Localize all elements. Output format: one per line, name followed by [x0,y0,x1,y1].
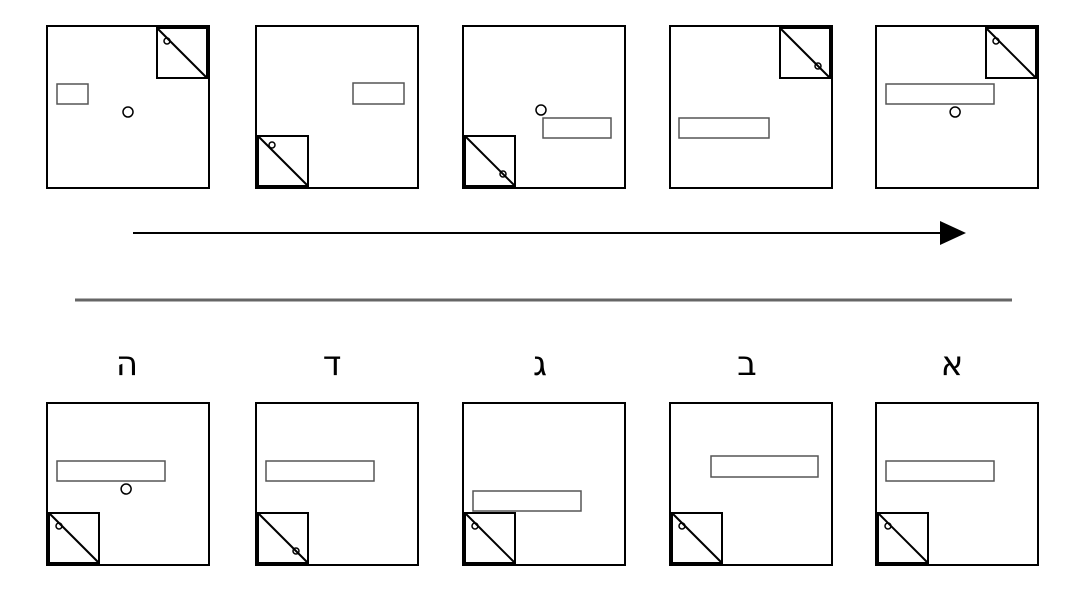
corner-diagonal [671,512,723,564]
corner-border [671,512,723,564]
option-label: ג [533,344,547,384]
option-frame [46,402,210,566]
bar-rect [542,117,612,139]
corner-border [464,135,516,187]
frame-border [875,402,1039,566]
corner-dot [678,522,686,530]
frame-border [669,25,833,189]
corner-dot [268,141,276,149]
center-circle [949,106,961,118]
corner-diagonal [464,135,516,187]
corner-diagonal [464,512,516,564]
sequence-row [46,25,1039,189]
option-label: א [941,344,964,384]
corner-diagonal [156,27,208,79]
option-frame [669,402,833,566]
corner-border [779,27,831,79]
corner-diagonal [257,512,309,564]
corner-diagonal [779,27,831,79]
corner-diagonal [985,27,1037,79]
corner-dot [471,522,479,530]
sequence-frame [255,25,419,189]
arrow-head [940,221,966,245]
corner-dot [55,522,63,530]
corner-border [877,512,929,564]
corner-square [877,512,929,564]
corner-border [985,27,1037,79]
option-frame [462,402,626,566]
corner-square [464,135,516,187]
corner-square [156,27,208,79]
frame-border [462,402,626,566]
corner-dot [814,62,822,70]
option-labels: ה ד ג ב א [116,344,963,384]
sequence-frame [462,25,626,189]
corner-square [257,135,309,187]
center-circle [535,104,547,116]
option-label: ב [737,344,757,384]
corner-dot [163,37,171,45]
corner-square [671,512,723,564]
frame-border [255,402,419,566]
corner-dot [884,522,892,530]
bar-rect [472,490,582,512]
options-row [46,402,1039,566]
option-frame [875,402,1039,566]
frame-border [462,25,626,189]
corner-square [464,512,516,564]
bar-rect [885,460,995,482]
option-frame [255,402,419,566]
sequence-arrow [133,221,966,245]
corner-square [985,27,1037,79]
frame-border [255,25,419,189]
corner-border [156,27,208,79]
corner-diagonal [48,512,100,564]
bar-rect [265,460,375,482]
bar-rect [885,83,995,105]
bar-rect [352,82,405,105]
corner-square [257,512,309,564]
corner-border [257,135,309,187]
center-circle [122,106,134,118]
corner-square [779,27,831,79]
sequence-frame [46,25,210,189]
bar-rect [56,83,89,105]
center-circle [120,483,132,495]
corner-dot [992,37,1000,45]
frame-border [669,402,833,566]
corner-dot [292,547,300,555]
corner-border [464,512,516,564]
corner-diagonal [877,512,929,564]
corner-diagonal [257,135,309,187]
sequence-frame [875,25,1039,189]
corner-square [48,512,100,564]
sequence-frame [669,25,833,189]
corner-border [48,512,100,564]
corner-dot [499,170,507,178]
bar-rect [56,460,166,482]
bar-rect [710,455,819,478]
corner-border [257,512,309,564]
option-label: ה [116,344,138,384]
option-label: ד [323,344,342,384]
bar-rect [678,117,770,139]
